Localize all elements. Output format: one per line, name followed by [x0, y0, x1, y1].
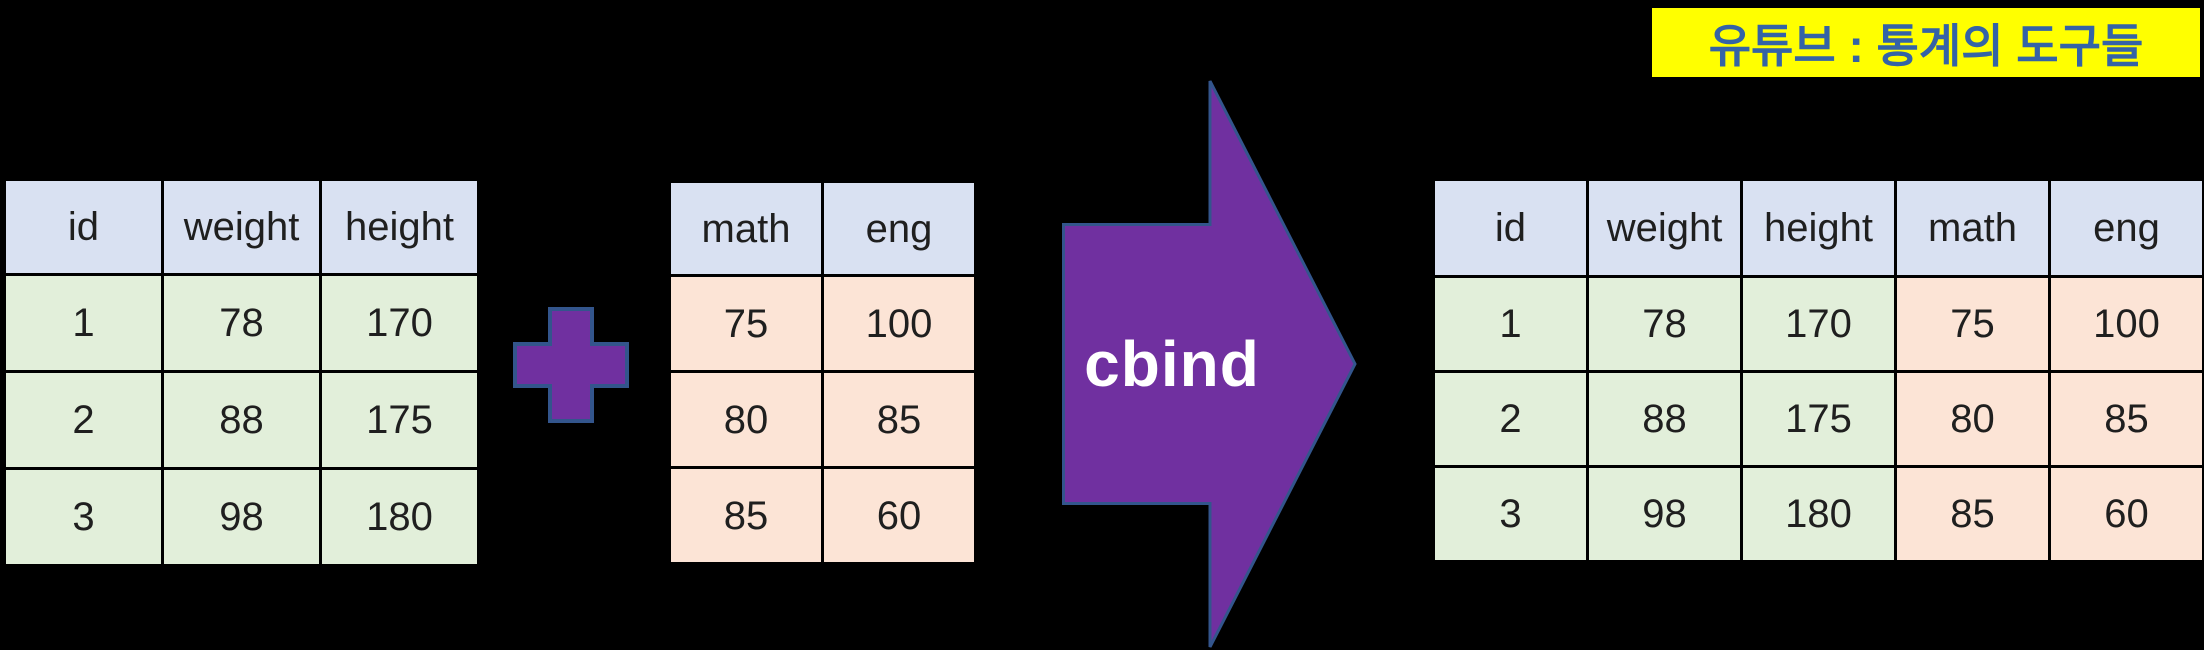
data-cell: 175 [319, 370, 480, 470]
data-cell: 1 [3, 273, 164, 373]
table-header-row: id weight height [3, 178, 480, 276]
table-row: 2 88 175 [3, 370, 480, 470]
cbind-function-label: cbind [1084, 327, 1260, 400]
table-row: 80 85 [668, 370, 977, 469]
result-table: id weight height math eng 1 78 170 75 10… [1432, 178, 2204, 563]
data-cell: 78 [1586, 275, 1743, 373]
header-cell: weight [161, 178, 322, 276]
score-table: math eng 75 100 80 85 85 60 [668, 180, 977, 565]
data-cell: 85 [1894, 465, 2051, 563]
data-cell: 175 [1740, 370, 1897, 468]
table-row: 3 98 180 [3, 467, 480, 567]
data-cell: 60 [2048, 465, 2204, 563]
data-cell: 2 [3, 370, 164, 470]
table-row: 1 78 170 [3, 273, 480, 373]
header-cell: height [319, 178, 480, 276]
data-cell: 100 [2048, 275, 2204, 373]
data-cell: 3 [1432, 465, 1589, 563]
table-row: 1 78 170 75 100 [1432, 275, 2204, 373]
data-cell: 78 [161, 273, 322, 373]
header-cell: eng [2048, 178, 2204, 278]
data-cell: 60 [821, 466, 977, 565]
data-cell: 180 [319, 467, 480, 567]
data-cell: 85 [2048, 370, 2204, 468]
data-cell: 88 [161, 370, 322, 470]
table-header-row: id weight height math eng [1432, 178, 2204, 278]
header-cell: id [1432, 178, 1589, 278]
data-cell: 80 [1894, 370, 2051, 468]
header-cell: math [668, 180, 824, 277]
data-cell: 3 [3, 467, 164, 567]
data-cell: 80 [668, 370, 824, 469]
right-arrow-icon [1062, 78, 1357, 650]
data-cell: 88 [1586, 370, 1743, 468]
data-cell: 85 [668, 466, 824, 565]
channel-title-badge: 유튜브 : 통계의 도구들 [1652, 8, 2200, 77]
data-cell: 85 [821, 370, 977, 469]
data-cell: 75 [668, 274, 824, 373]
right-arrow-shape [1062, 80, 1357, 648]
data-cell: 98 [1586, 465, 1743, 563]
data-cell: 1 [1432, 275, 1589, 373]
data-cell: 2 [1432, 370, 1589, 468]
header-cell: eng [821, 180, 977, 277]
plus-icon [513, 307, 629, 423]
left-table: id weight height 1 78 170 2 88 175 3 98 … [3, 178, 480, 567]
data-cell: 75 [1894, 275, 2051, 373]
table-row: 3 98 180 85 60 [1432, 465, 2204, 563]
table-header-row: math eng [668, 180, 977, 277]
header-cell: weight [1586, 178, 1743, 278]
table-row: 85 60 [668, 466, 977, 565]
header-cell: math [1894, 178, 2051, 278]
table-row: 2 88 175 80 85 [1432, 370, 2204, 468]
data-cell: 170 [1740, 275, 1897, 373]
data-cell: 98 [161, 467, 322, 567]
data-cell: 100 [821, 274, 977, 373]
data-cell: 170 [319, 273, 480, 373]
data-cell: 180 [1740, 465, 1897, 563]
header-cell: height [1740, 178, 1897, 278]
header-cell: id [3, 178, 164, 276]
plus-icon-shape [513, 307, 629, 423]
table-row: 75 100 [668, 274, 977, 373]
